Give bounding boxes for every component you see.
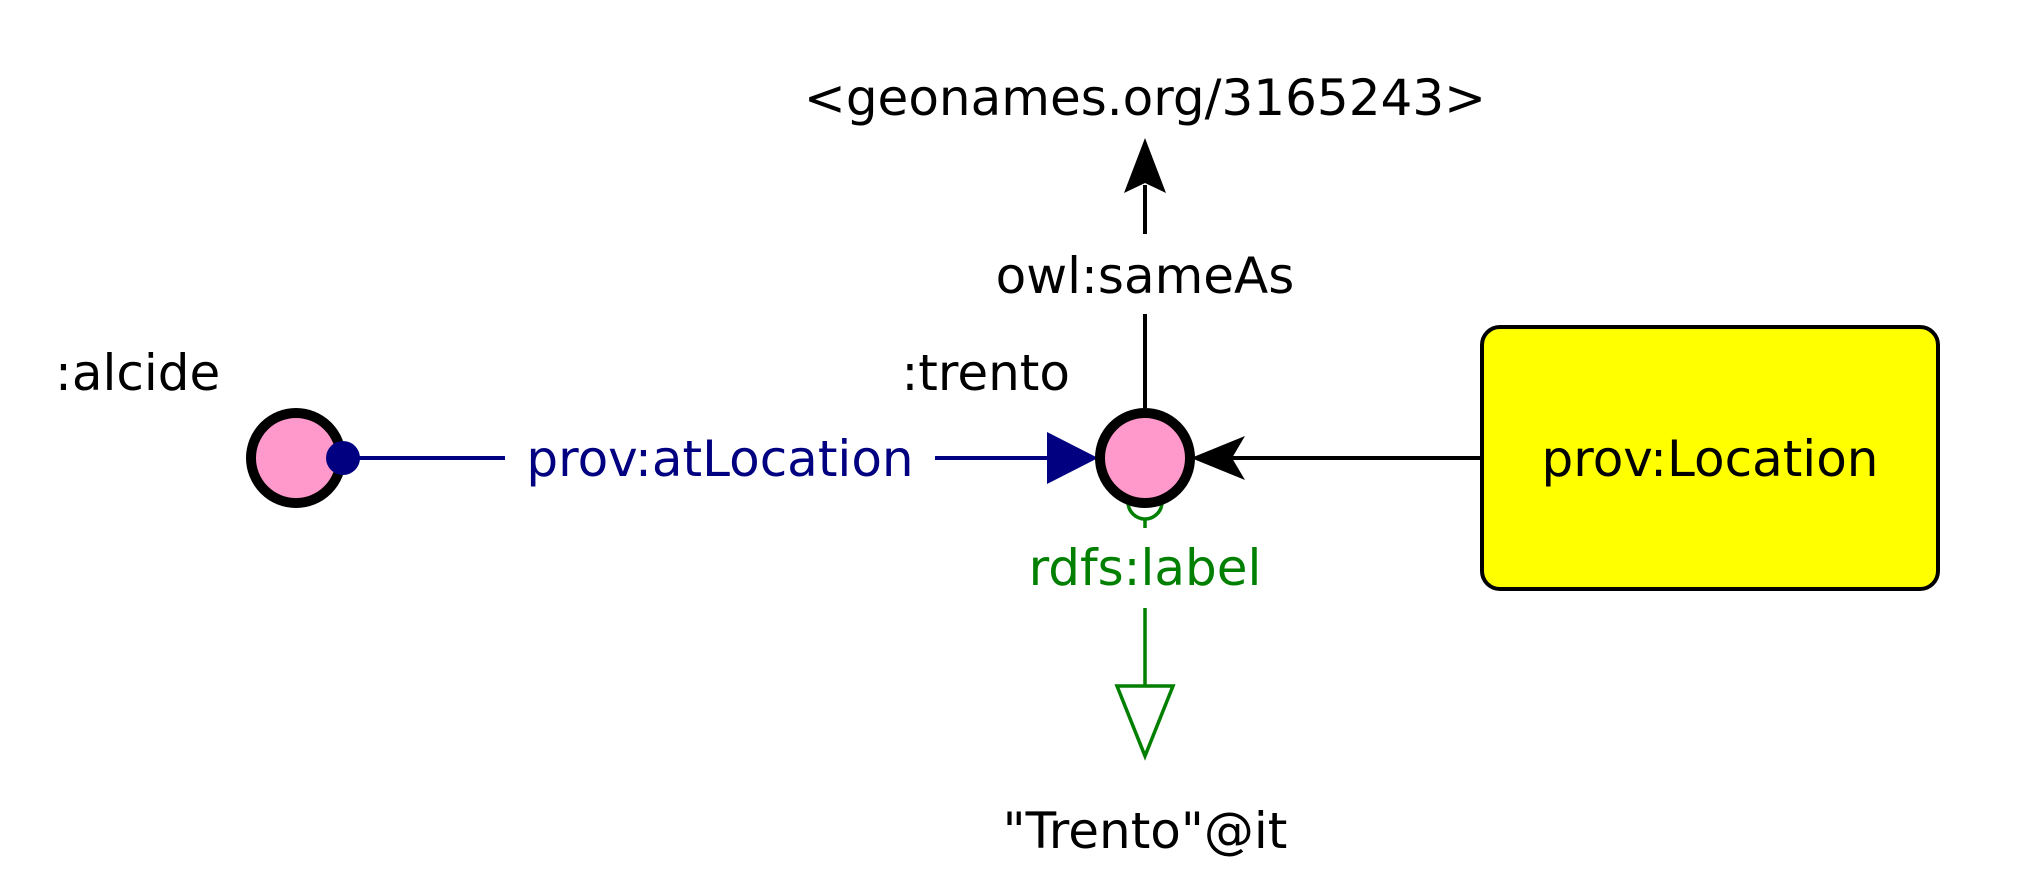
alcide-label: :alcide xyxy=(55,344,220,402)
trento-label: :trento xyxy=(901,344,1070,402)
at-location-edge: prov:atLocation xyxy=(343,430,1098,488)
at-location-label: prov:atLocation xyxy=(526,430,913,488)
same-as-label: owl:sameAs xyxy=(996,247,1295,305)
location-class-node: prov:Location xyxy=(1480,325,1940,591)
rdfs-label-arrowhead xyxy=(1114,684,1176,761)
trento-node: :trento xyxy=(901,344,1195,508)
same-as-arrowhead xyxy=(1124,138,1166,193)
at-location-arrowhead xyxy=(1047,432,1098,484)
literal-label: "Trento"@it xyxy=(1003,802,1288,860)
alcide-edge-tail-dot xyxy=(326,441,360,475)
rdfs-label-label: rdfs:label xyxy=(1029,539,1262,597)
type-arrowhead xyxy=(1191,436,1245,480)
same-as-edge: owl:sameAs xyxy=(996,138,1295,408)
geonames-iri-label: <geonames.org/3165243> xyxy=(804,69,1486,127)
location-class-label: prov:Location xyxy=(1542,430,1879,488)
location-class-box xyxy=(1480,325,1940,591)
alcide-node: :alcide xyxy=(55,344,360,508)
rdfs-label-edge: rdfs:label xyxy=(1029,483,1262,761)
type-edge xyxy=(1191,436,1482,480)
trento-circle xyxy=(1095,408,1195,508)
